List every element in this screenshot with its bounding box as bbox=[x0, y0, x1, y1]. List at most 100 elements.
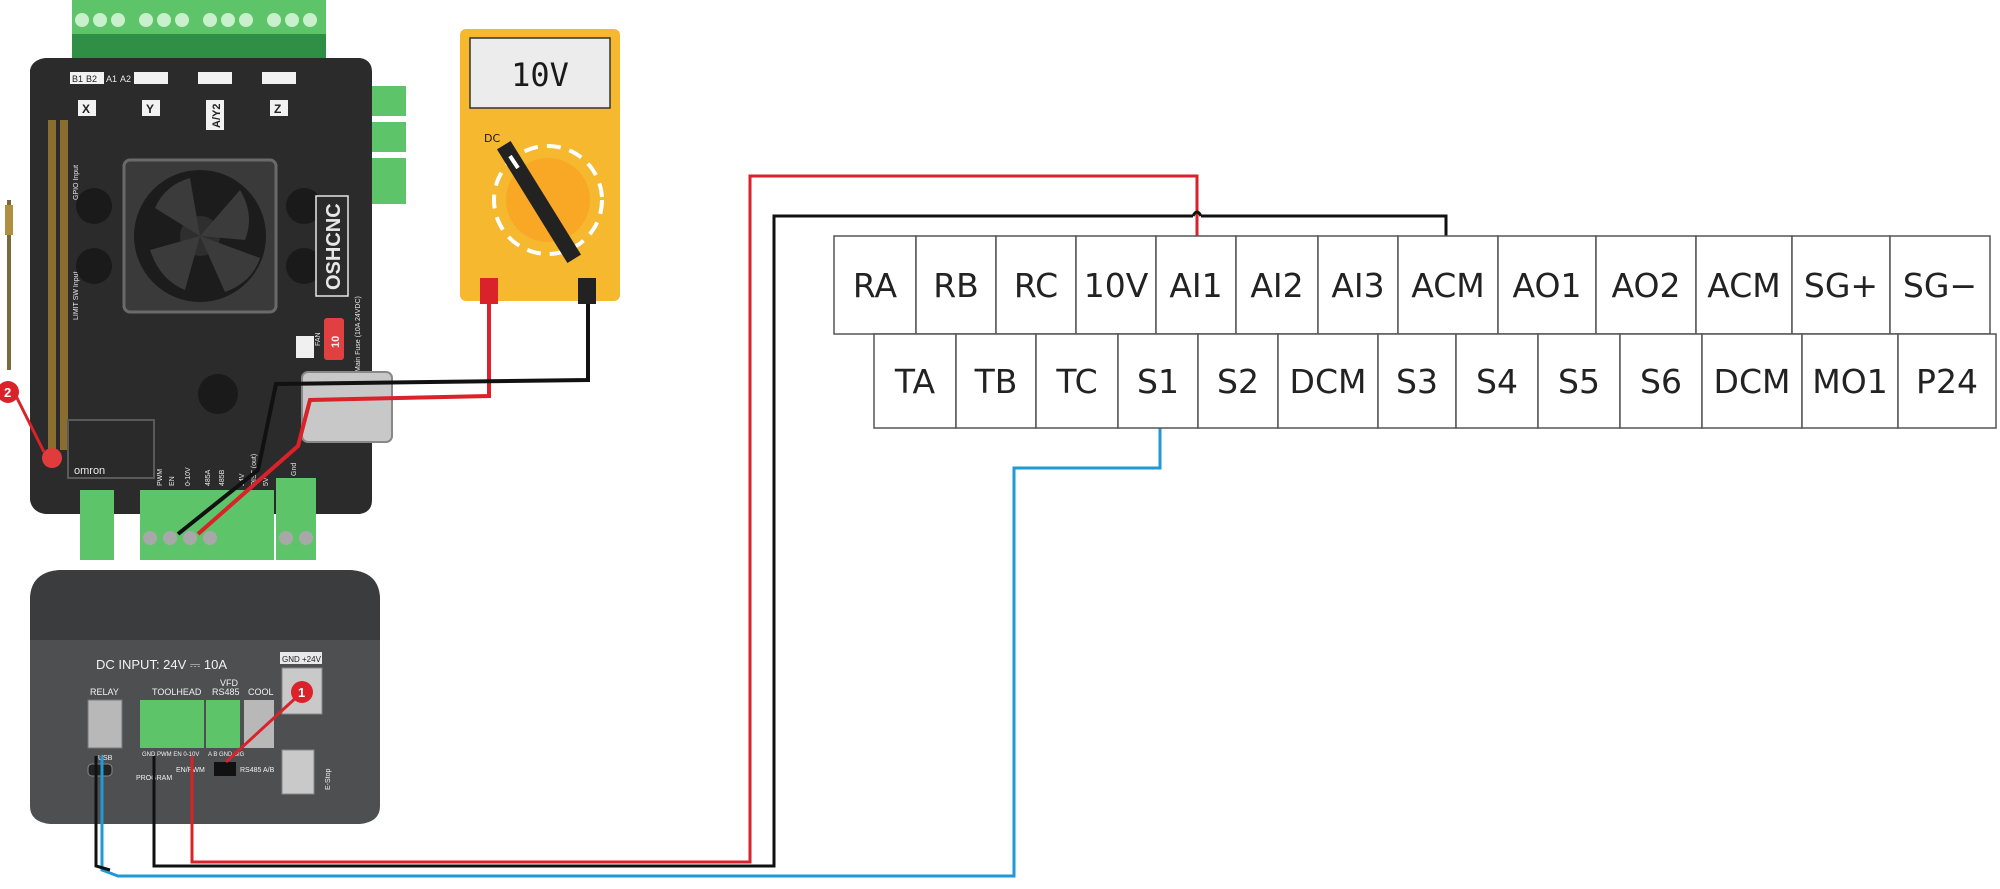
axis-label-z: Z bbox=[274, 102, 281, 116]
side-label-gpio: GPIO Input bbox=[73, 165, 80, 200]
rs485ab-label: RS485 A/B bbox=[240, 767, 275, 774]
side-terminals bbox=[372, 86, 406, 204]
marker-2-label: 2 bbox=[4, 385, 11, 400]
bottom-label-pwm: PWM bbox=[157, 469, 164, 486]
omron-relay: omron bbox=[67, 419, 155, 479]
axis-label-y: Y bbox=[146, 102, 154, 116]
terminal-cell-bottom_row-9 bbox=[1619, 333, 1703, 429]
meter-lead-black bbox=[176, 304, 590, 536]
terminal-cell-top_row-1 bbox=[915, 235, 997, 335]
wire-blue-s1 bbox=[100, 418, 1162, 878]
bottom-label-dist: DIST (out) bbox=[251, 454, 258, 486]
terminal-cell-bottom_row-1 bbox=[955, 333, 1037, 429]
marker-1-label: 1 bbox=[298, 685, 305, 700]
bottom-label-24v: 24V bbox=[239, 473, 246, 486]
axis-labels: X Y A/Y2 Z bbox=[78, 100, 288, 130]
terminal-cell-top_row-7 bbox=[1397, 235, 1499, 335]
left-header-pins bbox=[48, 120, 68, 450]
cool-label: COOL bbox=[248, 687, 274, 697]
terminal-label-top_row-1: RB bbox=[933, 266, 979, 305]
dc-jack bbox=[301, 371, 393, 443]
terminal-cell-bottom_row-0 bbox=[873, 333, 957, 429]
terminal-cell-top_row-2 bbox=[995, 235, 1077, 335]
marker-2 bbox=[0, 381, 19, 403]
fan-label: FAN bbox=[315, 332, 322, 346]
usb-label: USB bbox=[98, 755, 113, 762]
terminal-cell-bottom_row-6 bbox=[1377, 333, 1457, 429]
en-pwm-label: EN/PWM bbox=[176, 767, 205, 774]
terminal-cell-bottom_row-11 bbox=[1801, 333, 1899, 429]
terminal-cell-bottom_row-3 bbox=[1117, 333, 1199, 429]
terminal-label-bottom_row-7: S4 bbox=[1476, 362, 1518, 401]
terminal-cell-top_row-0 bbox=[833, 235, 917, 335]
fuse-label: Main Fuse (10A 24VDC) bbox=[355, 296, 362, 372]
wire-black-acm-a bbox=[152, 214, 1193, 868]
terminal-label-bottom_row-5: DCM bbox=[1290, 362, 1367, 401]
bottom-label-en: EN bbox=[169, 476, 176, 486]
screwdriver bbox=[5, 200, 13, 370]
relay-brand: omron bbox=[74, 465, 105, 477]
terminal-cell-bottom_row-7 bbox=[1455, 333, 1539, 429]
plus24v-label: +24V bbox=[302, 655, 322, 664]
terminal-label-bottom_row-1: TB bbox=[974, 362, 1018, 401]
estop-button bbox=[42, 448, 62, 468]
terminal-cell-bottom_row-2 bbox=[1035, 333, 1119, 429]
meter-lead-red bbox=[196, 304, 491, 536]
marker-1 bbox=[291, 681, 313, 703]
wire-black-hop bbox=[1191, 210, 1203, 217]
terminal-label-bottom_row-10: DCM bbox=[1714, 362, 1791, 401]
terminal-cell-bottom_row-8 bbox=[1537, 333, 1621, 429]
board-brand: OSHCNC bbox=[323, 203, 345, 290]
side-label-limit: LIMIT SW Input bbox=[73, 271, 80, 320]
selector-knob bbox=[496, 140, 582, 264]
gnd-label: GND bbox=[282, 655, 300, 664]
pin-label-b2: B2 bbox=[86, 74, 97, 84]
bottom-label-485b: 485B bbox=[219, 469, 226, 486]
multimeter-reading: 10V bbox=[511, 56, 569, 94]
wires bbox=[94, 174, 1788, 878]
terminal-label-top_row-4: AI1 bbox=[1169, 266, 1222, 305]
dip-switch bbox=[214, 762, 236, 776]
pin-label-a2: A2 bbox=[120, 74, 131, 84]
marker-2-leader bbox=[12, 391, 46, 453]
wire-red-ai1 bbox=[190, 174, 1199, 864]
terminal-label-top_row-6: AI3 bbox=[1331, 266, 1384, 305]
terminal-label-bottom_row-12: P24 bbox=[1916, 362, 1978, 401]
bottom-label-0-10v: 0-10V bbox=[185, 467, 192, 486]
marker-1-leader bbox=[224, 692, 302, 764]
multimeter: 10V DC bbox=[460, 29, 620, 304]
dc-mode-label: DC bbox=[484, 132, 500, 145]
vfd-label: VFD bbox=[220, 678, 239, 688]
terminal-label-top_row-7: ACM bbox=[1411, 266, 1485, 305]
terminal-label-bottom_row-0: TA bbox=[894, 362, 936, 401]
top-terminal-strip bbox=[72, 0, 326, 74]
controller-board: B1 B2 A1 A2 X Y A/Y2 Z GPIO Input LIMIT … bbox=[30, 0, 406, 560]
estop-label: E-Stop bbox=[325, 768, 332, 790]
terminal-label-bottom_row-4: S2 bbox=[1217, 362, 1259, 401]
multimeter-display bbox=[469, 37, 611, 109]
terminal-label-top_row-9: AO2 bbox=[1612, 266, 1681, 305]
probe-jack-black bbox=[578, 278, 596, 304]
terminal-label-top_row-3: 10V bbox=[1084, 266, 1149, 305]
terminal-cell-top_row-3 bbox=[1075, 235, 1157, 335]
terminal-label-top_row-0: RA bbox=[853, 266, 898, 305]
axis-label-x: X bbox=[82, 102, 90, 116]
dc-input-label: DC INPUT: 24V ⎓ 10A bbox=[96, 657, 227, 672]
controller-box: DC INPUT: 24V ⎓ 10A GND +24V E-Stop RELA… bbox=[30, 570, 380, 824]
pin-label-b1: B1 bbox=[72, 74, 83, 84]
bottom-label-485a: 485A bbox=[205, 469, 212, 486]
terminal-label-top_row-11: SG+ bbox=[1804, 266, 1878, 305]
terminal-label-bottom_row-3: S1 bbox=[1137, 362, 1179, 401]
main-fuse: 10 Main Fuse (10A 24VDC) bbox=[324, 296, 362, 372]
rs485-label: RS485 bbox=[212, 687, 240, 697]
terminal-label-top_row-8: AO1 bbox=[1513, 266, 1582, 305]
toolhead-label: TOOLHEAD bbox=[152, 687, 202, 697]
terminal-label-bottom_row-11: MO1 bbox=[1812, 362, 1887, 401]
cooling-fan bbox=[122, 158, 278, 314]
terminal-label-bottom_row-2: TC bbox=[1055, 362, 1097, 401]
terminal-cell-bottom_row-4 bbox=[1197, 333, 1279, 429]
pin-label-a1: A1 bbox=[106, 74, 117, 84]
terminal-cell-top_row-5 bbox=[1235, 235, 1319, 335]
